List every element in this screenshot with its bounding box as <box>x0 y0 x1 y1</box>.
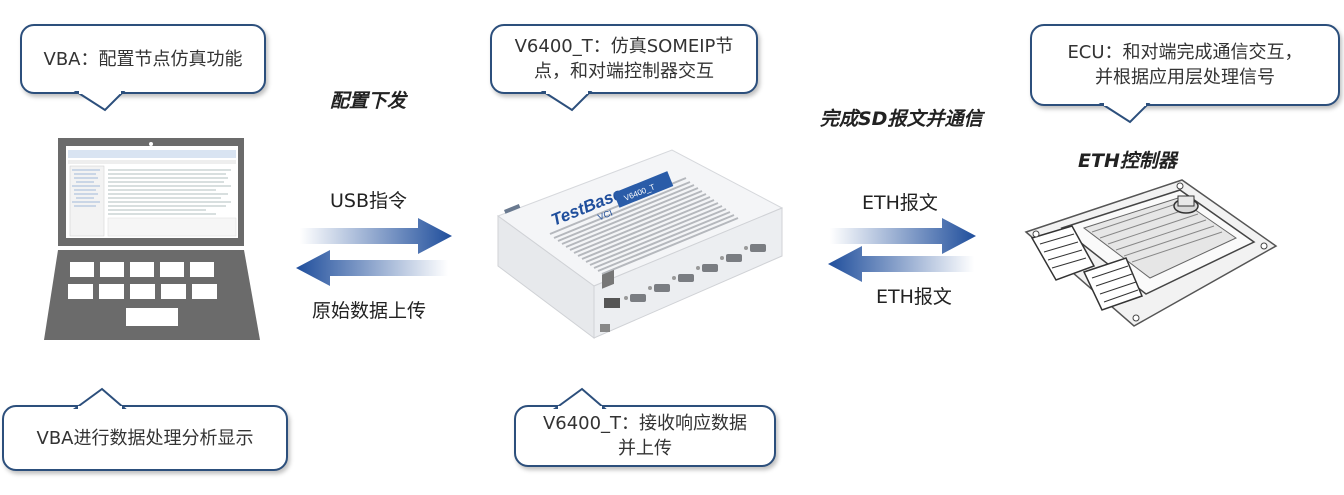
callout-v6400-upload: V6400_T：接收响应数据并上传 <box>514 387 776 467</box>
testbase-device-icon: TestBase VCI V6400_T <box>496 149 784 339</box>
label-raw-upload: 原始数据上传 <box>312 300 427 322</box>
label-eth-msg-1: ETH报文 <box>862 192 938 214</box>
arrow-eth-left <box>828 246 974 282</box>
callout-vba-config: VBA：配置节点仿真功能 <box>20 24 266 112</box>
arrow-usb-right <box>300 218 452 254</box>
callout-v6400-sim-text: V6400_T：仿真SOMEIP节点，和对端控制器交互 <box>514 36 734 82</box>
callout-v6400-upload-text: V6400_T：接收响应数据并上传 <box>542 413 748 459</box>
arrow-eth-right <box>830 218 976 254</box>
label-eth-controller: ETH控制器 <box>1078 150 1177 172</box>
callout-v6400-sim: V6400_T：仿真SOMEIP节点，和对端控制器交互 <box>490 24 758 112</box>
callout-tail <box>540 90 593 112</box>
callout-tail <box>552 387 607 410</box>
callout-ecu: ECU：和对端完成通信交互，并根据应用层处理信号 <box>1030 24 1340 124</box>
callout-vba-config-text: VBA：配置节点仿真功能 <box>43 48 243 70</box>
label-usb-cmd: USB指令 <box>330 190 408 212</box>
label-eth-msg-2: ETH报文 <box>876 286 952 308</box>
callout-tail <box>1098 102 1151 124</box>
callout-tail <box>73 90 126 112</box>
callout-tail <box>72 387 127 410</box>
callout-vba-process-text: VBA进行数据处理分析显示 <box>36 427 254 449</box>
callout-vba-process: VBA进行数据处理分析显示 <box>2 387 288 471</box>
callout-ecu-text: ECU：和对端完成通信交互，并根据应用层处理信号 <box>1067 42 1303 88</box>
label-config-down: 配置下发 <box>330 90 407 112</box>
arrow-raw-left <box>296 250 448 286</box>
laptop-icon <box>44 138 260 340</box>
ecu-controller-icon <box>1024 179 1278 327</box>
label-sd-comm: 完成SD报文并通信 <box>820 108 983 130</box>
